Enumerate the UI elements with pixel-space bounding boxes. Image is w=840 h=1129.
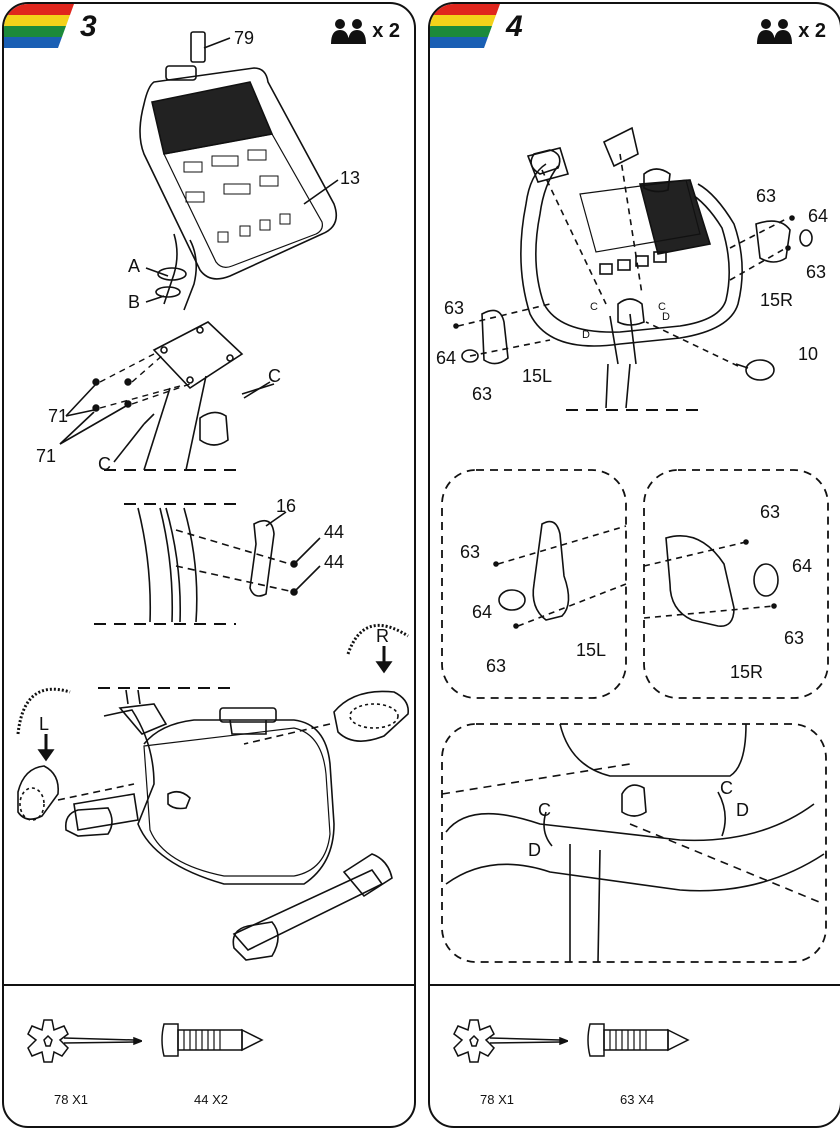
label-64-b: 64	[436, 348, 456, 368]
label-A: A	[128, 256, 140, 276]
part-label-78: 78 X1	[480, 1092, 514, 1107]
step-number: 4	[506, 10, 523, 43]
people-count: x 2	[330, 18, 400, 44]
bike-body	[64, 689, 393, 961]
label-71-lower: 71	[36, 446, 56, 466]
zoom-right-bracket	[643, 469, 829, 699]
part-label-78: 78 X1	[54, 1092, 88, 1107]
label-L: L	[39, 714, 49, 734]
label-44-lower: 44	[324, 552, 344, 572]
two-people-icon	[331, 19, 367, 44]
people-count: x 2	[756, 18, 826, 44]
color-stripes-icon	[4, 4, 74, 48]
label-64-a: 64	[808, 206, 828, 226]
color-stripes-icon	[430, 4, 500, 48]
label-63-b: 63	[806, 262, 826, 282]
multi-wrench-icon	[453, 1019, 568, 1063]
zoom3-label-C-left: C	[538, 800, 551, 820]
handlebar-assembly	[520, 163, 743, 409]
step-4-illustration: 63 64 63 15R 63 64 63 15L 10 C C D D 63 …	[436, 126, 829, 963]
zoom1-label-64: 64	[472, 602, 492, 622]
label-C-lower: C	[98, 454, 111, 474]
parts-list: 78 X1 63 X4	[430, 986, 840, 1126]
two-people-icon	[757, 19, 793, 44]
label-63-c: 63	[444, 298, 464, 318]
step-3-illustration: 79 13 A B C 71 71 C 16 44 44 R L	[16, 28, 410, 961]
zoom1-label-63-b: 63	[486, 656, 506, 676]
label-D-left: D	[582, 329, 590, 341]
zoom2-label-15R: 15R	[730, 662, 763, 682]
multi-wrench-icon	[27, 1019, 142, 1063]
label-B: B	[128, 292, 140, 312]
parts-divider	[4, 984, 414, 986]
console-part	[139, 67, 338, 280]
label-63-a: 63	[756, 186, 776, 206]
pedal-left	[17, 765, 135, 821]
label-C-left: C	[590, 301, 598, 313]
zoom3-label-D-left: D	[528, 840, 541, 860]
sensor-part	[165, 31, 206, 81]
pedal-right	[243, 690, 410, 745]
parts-divider	[430, 984, 840, 986]
zoom3-label-C-right: C	[720, 778, 733, 798]
label-R: R	[376, 626, 389, 646]
bolt-icon	[587, 1023, 690, 1057]
arrow-down-icon	[37, 734, 55, 762]
label-10: 10	[798, 344, 818, 364]
label-16: 16	[276, 496, 296, 516]
zoom2-label-64: 64	[792, 556, 812, 576]
label-D-right: D	[662, 311, 670, 323]
label-71-upper: 71	[48, 406, 68, 426]
zoom1-label-63-a: 63	[460, 542, 480, 562]
zoom2-label-63-b: 63	[784, 628, 804, 648]
part-label-44: 44 X2	[194, 1092, 228, 1107]
people-multiplier: x 2	[372, 19, 400, 42]
label-13: 13	[340, 168, 360, 188]
people-multiplier: x 2	[798, 19, 826, 42]
zoom-wiring	[441, 723, 827, 963]
label-C-right: C	[658, 301, 666, 313]
arrow-down-icon	[375, 646, 393, 674]
bolt-icon	[161, 1023, 264, 1057]
label-15L: 15L	[522, 366, 552, 386]
part-label-63: 63 X4	[620, 1092, 654, 1107]
label-C-upper: C	[268, 366, 281, 386]
step-number: 3	[80, 10, 97, 43]
step-4-panel: 4 x 2	[428, 2, 840, 1128]
label-15R: 15R	[760, 290, 793, 310]
label-44-upper: 44	[324, 522, 344, 542]
label-63-d: 63	[472, 384, 492, 404]
step-3-panel: 3 x 2	[2, 2, 416, 1128]
label-79: 79	[234, 28, 254, 48]
zoom2-label-63-a: 63	[760, 502, 780, 522]
parts-list: 78 X1 44 X2	[4, 986, 414, 1126]
zoom-left-bracket	[441, 469, 627, 699]
zoom1-label-15L: 15L	[576, 640, 606, 660]
zoom3-label-D-right: D	[736, 800, 749, 820]
